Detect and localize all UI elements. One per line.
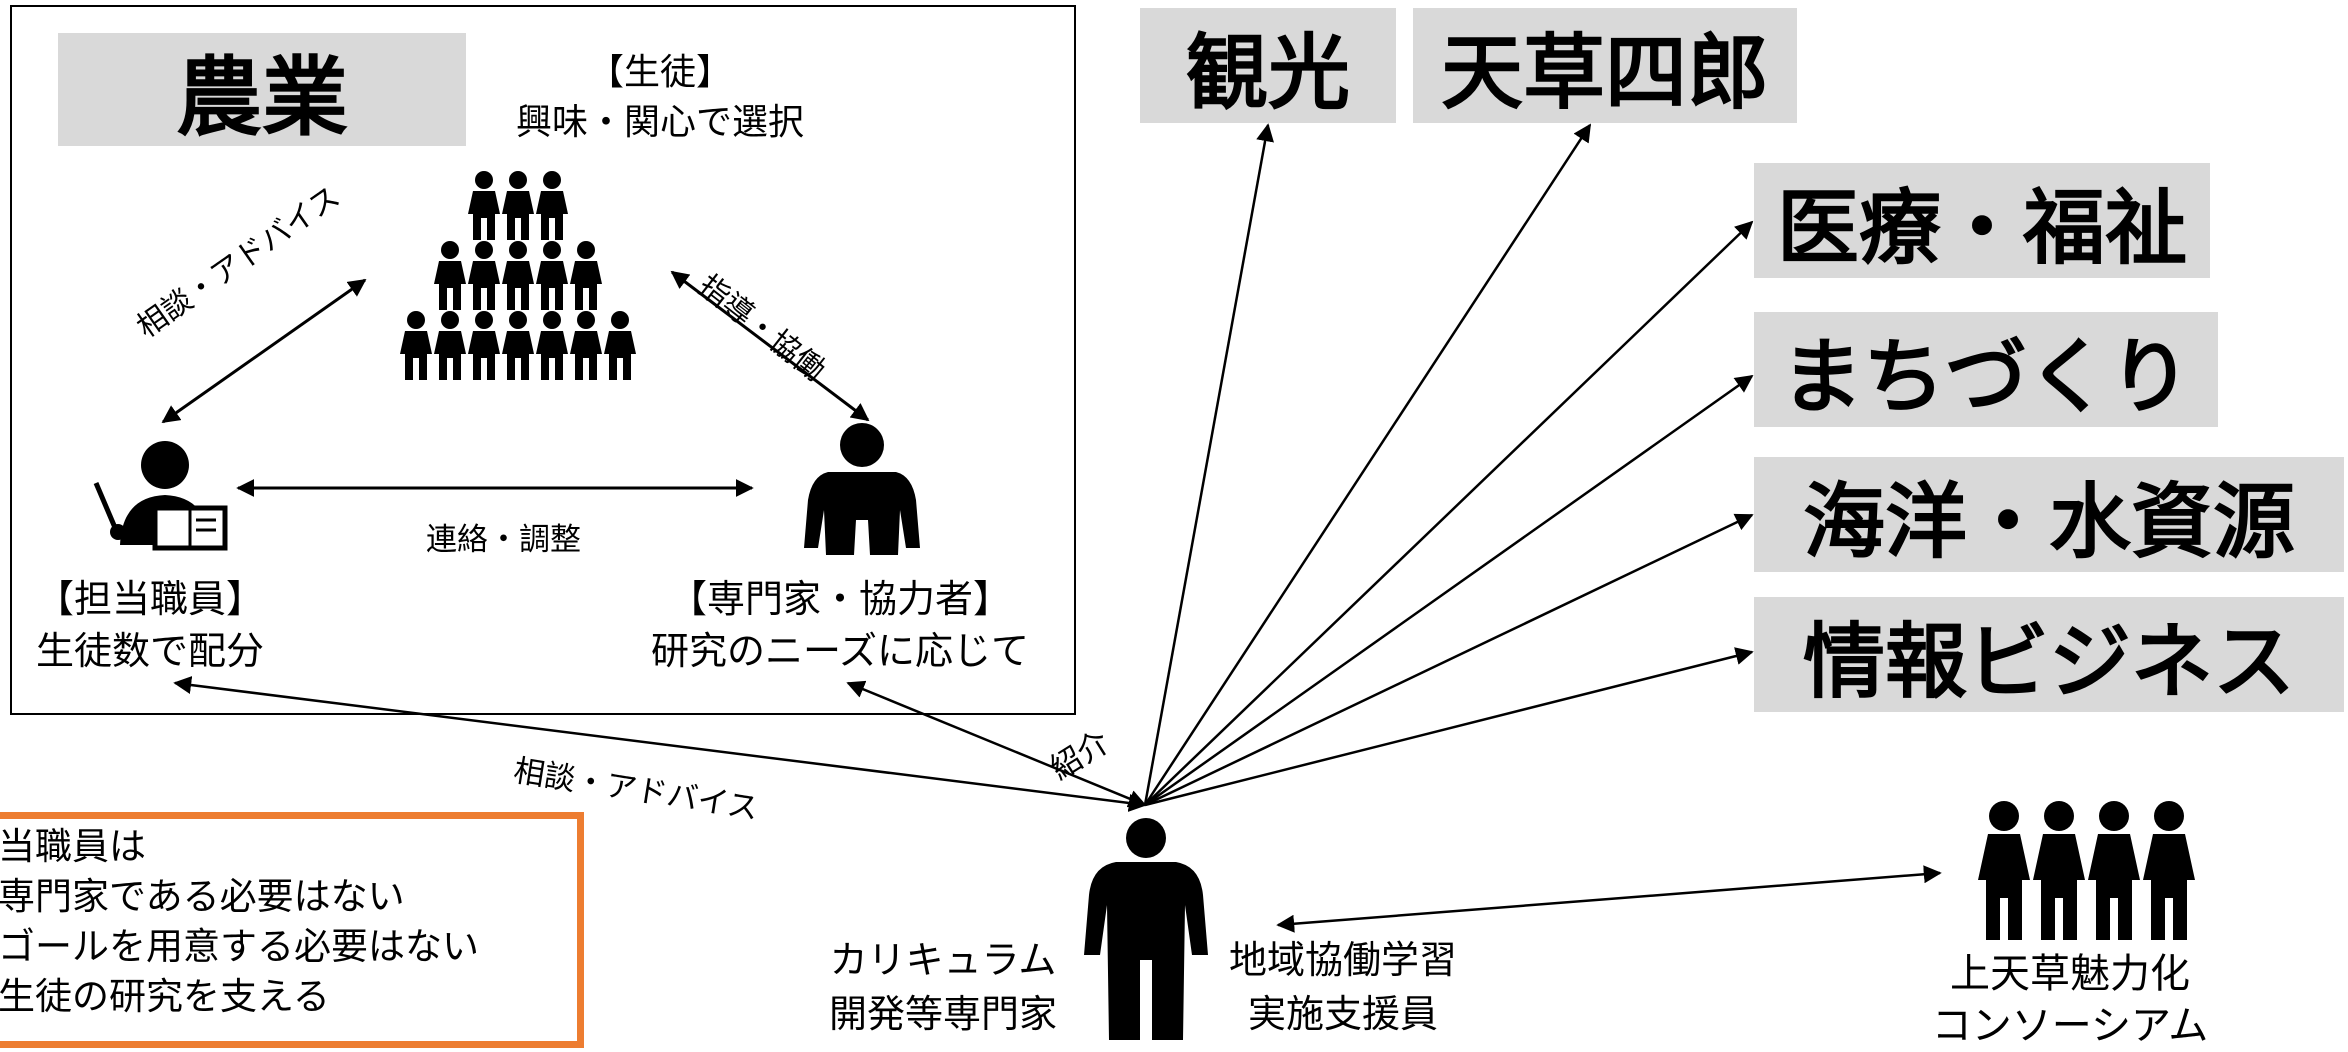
field-ocean-water: 海洋・水資源: [1754, 457, 2344, 572]
students-sub: 興味・関心で選択: [515, 102, 804, 143]
field-medical-welfare: 医療・福祉: [1754, 163, 2210, 278]
consortium-line1: 上天草魅力化: [1950, 951, 2190, 997]
arrow-to-medical-welfare: [1144, 220, 1754, 806]
arrow-center-expert: [846, 680, 1147, 808]
arrow-to-tourism: [1143, 123, 1274, 806]
staff-bracket: 【担当職員】: [35, 577, 264, 621]
arrow-to-ocean-water: [1144, 513, 1754, 807]
field-tourism: 観光: [1140, 8, 1396, 123]
arrow-center-consortium: [1276, 865, 1942, 933]
staff-label: 【担当職員】 生徒数で配分: [20, 573, 280, 677]
expert-label: 【専門家・協力者】 研究のニーズに応じて: [610, 573, 1070, 677]
students-bracket: 【生徒】: [587, 52, 732, 93]
note-line-2: 専門家である必要はない: [0, 875, 405, 918]
arrow-to-info-business: [1144, 647, 1754, 807]
note-box: [0, 812, 584, 1048]
consortium-label: 上天草魅力化 コンソーシアム: [1900, 948, 2240, 1052]
field-amakusa-shiro: 天草四郎: [1413, 8, 1797, 123]
expert-bracket: 【専門家・協力者】: [668, 577, 1011, 621]
arrow-to-amakusa-shiro: [1143, 123, 1592, 806]
center-left-label: カリキュラム 開発等専門家: [808, 933, 1078, 1041]
note-text: 当職員は 専門家である必要はない ゴールを用意する必要はない 生徒の研究を支える: [0, 822, 479, 1022]
arrow-to-town-planning: [1144, 374, 1754, 807]
staff-sub: 生徒数で配分: [35, 629, 264, 673]
field-ocean-water-text: 海洋・水資源: [1802, 475, 2295, 570]
center-right-line1: 地域協働学習: [1228, 938, 1457, 982]
teacher-icon: [93, 441, 228, 551]
center-left-line2: 開発等専門家: [828, 992, 1057, 1036]
center-right-label: 地域協働学習 実施支援員: [1198, 933, 1488, 1041]
field-medical-welfare-text: 医療・福祉: [1776, 181, 2187, 276]
agriculture-title: 農業: [58, 33, 466, 148]
field-tourism-text: 観光: [1185, 26, 1350, 121]
note-line-1: 当職員は: [0, 825, 146, 868]
consortium-line2: コンソーシアム: [1931, 1003, 2209, 1049]
expert-icon: [804, 423, 920, 555]
students-label: 【生徒】 興味・関心で選択: [480, 48, 840, 148]
field-info-business-text: 情報ビジネス: [1802, 615, 2295, 710]
center-left-line1: カリキュラム: [829, 938, 1057, 982]
arrow-students-expert: [670, 270, 870, 422]
center-right-line2: 実施支援員: [1247, 992, 1438, 1036]
students-group-icon: [400, 171, 636, 380]
agriculture-title-text: 農業: [176, 48, 348, 148]
edge-label-liaison: 連絡・調整: [426, 522, 581, 558]
field-town-planning-text: まちづくり: [1780, 330, 2191, 425]
consortium-group-icon: [1978, 801, 2195, 940]
center-person-icon: [1084, 818, 1208, 1040]
note-line-3: ゴールを用意する必要はない: [0, 925, 479, 968]
field-info-business: 情報ビジネス: [1754, 597, 2344, 712]
arrow-staff-students: [161, 278, 367, 424]
field-town-planning: まちづくり: [1754, 312, 2218, 427]
field-amakusa-shiro-text: 天草四郎: [1440, 26, 1769, 121]
note-line-4: 生徒の研究を支える: [0, 975, 330, 1018]
expert-sub: 研究のニーズに応じて: [650, 629, 1030, 673]
